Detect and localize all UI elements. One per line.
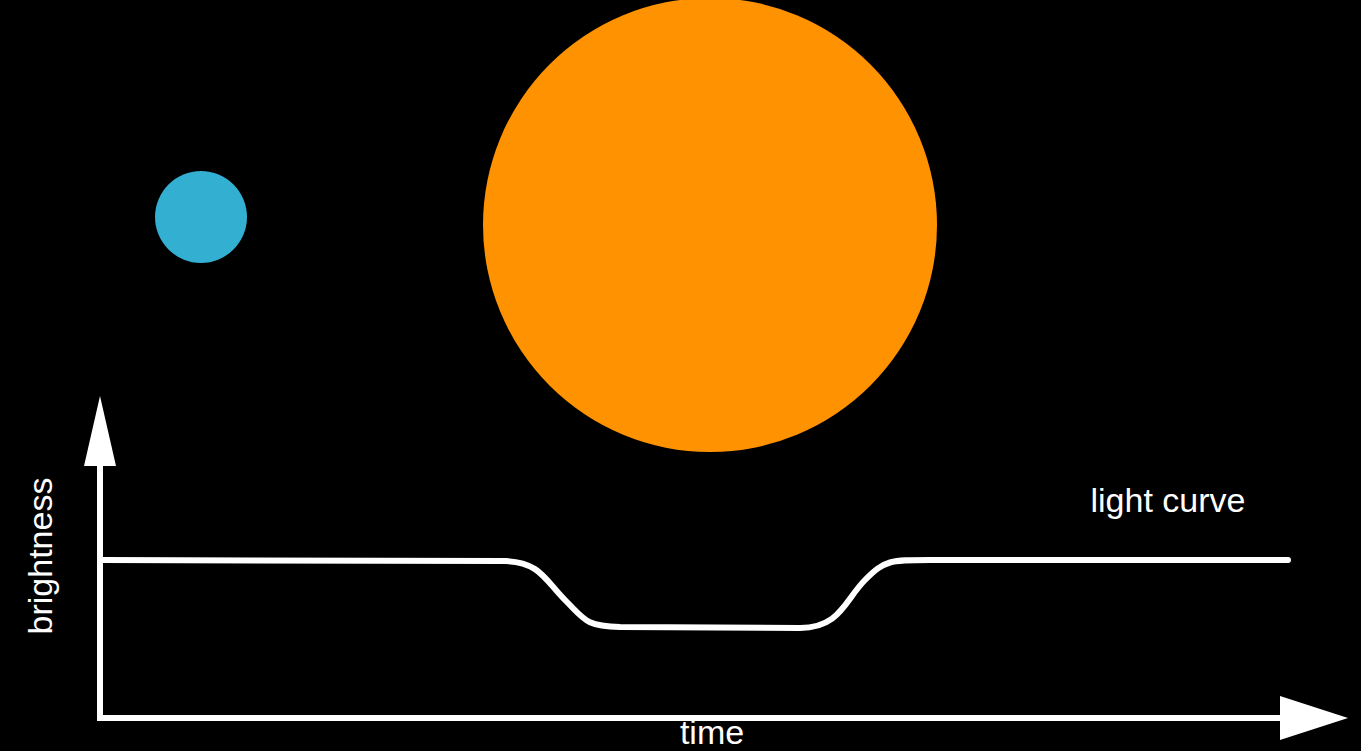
axis-title: time <box>680 715 744 749</box>
axis-title: brightness <box>23 478 57 635</box>
y-axis-arrowhead <box>84 396 116 466</box>
light-curve-line <box>103 560 1288 628</box>
star-circle <box>483 0 937 452</box>
planet-circle <box>155 171 247 263</box>
y-axis <box>97 455 103 718</box>
curve-label: light curve <box>1091 483 1246 517</box>
x-axis-arrowhead <box>1280 696 1348 740</box>
